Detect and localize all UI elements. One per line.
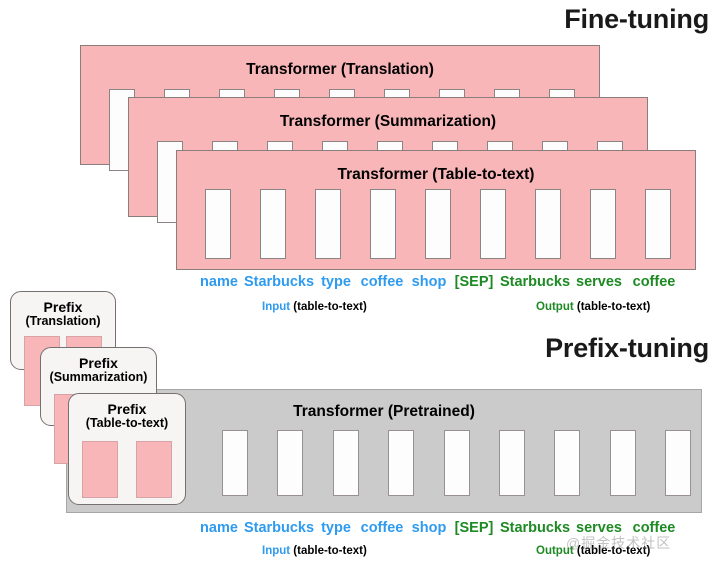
output-token: Starbucks bbox=[499, 274, 571, 290]
token-row-prefix-tuning: name Starbucks type coffee shop [SEP] Starbuck… bbox=[196, 520, 712, 536]
caption-input-fine-tuning: Input (table-to-text) bbox=[262, 301, 367, 313]
input-token: name bbox=[200, 274, 238, 290]
prefix-card-table-to-text[interactable]: Prefix (Table-to-text) bbox=[68, 393, 186, 505]
caption-input-prefix-tuning: Input (table-to-text) bbox=[262, 545, 367, 557]
caption-input-label-2: Input bbox=[262, 545, 291, 557]
caption-output-label: Output bbox=[536, 301, 574, 313]
prefix-bar bbox=[136, 441, 172, 498]
token-bar bbox=[609, 430, 636, 496]
caption-input-task: (table-to-text) bbox=[290, 301, 367, 313]
caption-input-label: Input bbox=[262, 301, 291, 313]
input-token: shop bbox=[411, 520, 447, 536]
input-token: Starbucks bbox=[243, 274, 315, 290]
output-token: serves bbox=[576, 520, 622, 536]
prefix-bars-table-to-text bbox=[82, 441, 172, 498]
input-token: shop bbox=[411, 274, 447, 290]
prefix-label-table-to-text: Prefix (Table-to-text) bbox=[69, 402, 185, 430]
transformer-label-table-to-text: Transformer (Table-to-text) bbox=[337, 166, 535, 183]
token-bar bbox=[370, 189, 396, 259]
caption-output-task: (table-to-text) bbox=[573, 301, 651, 313]
token-bars-table-to-text bbox=[205, 189, 671, 259]
transformer-label-pretrained: Transformer (Pretrained) bbox=[293, 403, 475, 420]
prefix-subtitle-summarization: (Summarization) bbox=[49, 369, 148, 384]
token-bar bbox=[277, 430, 304, 496]
input-token: type bbox=[321, 274, 351, 290]
input-token: Starbucks bbox=[243, 520, 315, 536]
caption-output-label-2: Output bbox=[536, 545, 574, 557]
token-bar bbox=[535, 189, 561, 259]
caption-output-fine-tuning: Output (table-to-text) bbox=[536, 301, 650, 313]
token-row-fine-tuning: name Starbucks type coffee shop [SEP] Starbuck… bbox=[196, 274, 712, 290]
caption-input-task-2: (table-to-text) bbox=[290, 545, 367, 557]
input-token: coffee bbox=[360, 520, 404, 536]
token-bar bbox=[498, 430, 525, 496]
transformer-block-table-to-text: Transformer (Table-to-text) bbox=[176, 150, 696, 270]
prefix-tuning-title: Prefix-tuning bbox=[545, 333, 709, 363]
output-token: Starbucks bbox=[499, 520, 571, 536]
transformer-label-summarization: Transformer (Summarization) bbox=[279, 113, 497, 130]
token-bar bbox=[222, 430, 248, 496]
prefix-label-translation: Prefix (Translation) bbox=[11, 300, 115, 328]
token-bar bbox=[480, 189, 506, 259]
prefix-subtitle-table-to-text: (Table-to-text) bbox=[85, 415, 169, 430]
output-token: coffee bbox=[632, 274, 676, 290]
token-bar bbox=[315, 189, 341, 259]
transformer-label-translation: Transformer (Translation) bbox=[246, 61, 434, 78]
output-token: [SEP] bbox=[454, 520, 494, 536]
fine-tuning-title: Fine-tuning bbox=[564, 4, 709, 34]
prefix-label-summarization: Prefix (Summarization) bbox=[41, 356, 156, 384]
caption-output-prefix-tuning: Output (table-to-text) bbox=[536, 545, 650, 557]
token-bar bbox=[554, 430, 581, 496]
input-token: type bbox=[321, 520, 351, 536]
input-token: coffee bbox=[360, 274, 404, 290]
token-bar bbox=[425, 189, 451, 259]
output-token: [SEP] bbox=[454, 274, 494, 290]
prefix-title-table-to-text: Prefix bbox=[107, 401, 147, 417]
caption-output-task-2: (table-to-text) bbox=[573, 545, 651, 557]
prefix-subtitle-translation: (Translation) bbox=[25, 313, 101, 328]
token-bar bbox=[332, 430, 359, 496]
token-bar bbox=[260, 189, 286, 259]
token-bar bbox=[645, 189, 671, 259]
token-bar bbox=[590, 189, 616, 259]
token-bars-pretrained bbox=[222, 430, 691, 496]
prefix-title-summarization: Prefix bbox=[79, 355, 118, 371]
watermark: @掘金技术社区 bbox=[566, 535, 672, 551]
prefix-title-translation: Prefix bbox=[43, 299, 83, 315]
token-bar bbox=[665, 430, 691, 496]
token-bar bbox=[443, 430, 470, 496]
output-token: serves bbox=[576, 274, 622, 290]
prefix-bar bbox=[82, 441, 118, 498]
output-token: coffee bbox=[632, 520, 676, 536]
token-bar bbox=[205, 189, 231, 259]
input-token: name bbox=[200, 520, 238, 536]
token-bar bbox=[388, 430, 415, 496]
